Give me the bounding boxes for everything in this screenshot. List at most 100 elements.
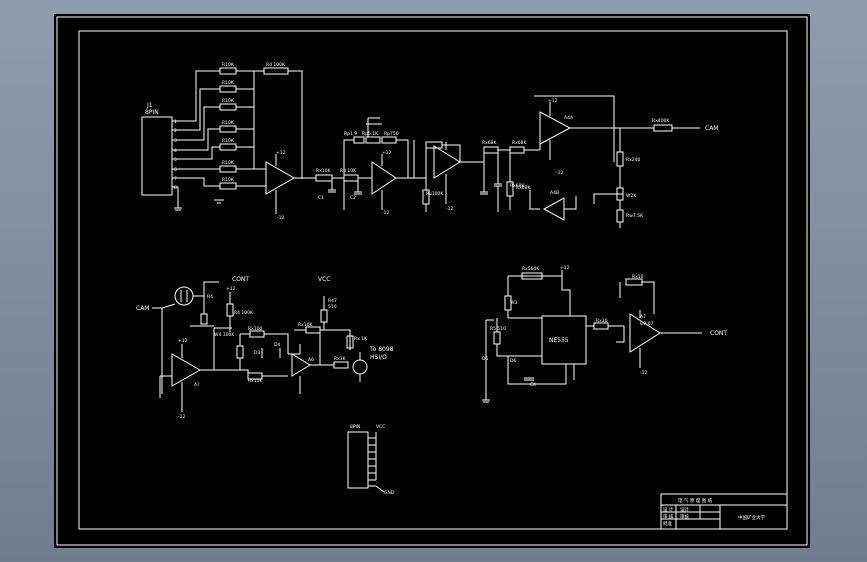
title-block-cell: 设 计 <box>663 506 674 513</box>
title-block-cell: 批准 <box>663 520 672 527</box>
resistor-label: R10K <box>222 160 235 166</box>
resistor-label: Rp750 <box>384 131 399 137</box>
resistor-label: R10K <box>222 98 235 104</box>
pot-label: W4 100K <box>214 332 235 338</box>
connector-8pin-bottom <box>347 431 385 493</box>
pin-label: 2 <box>174 128 177 134</box>
resistor-label: Rx400K <box>652 118 670 124</box>
resistor-label: Rx68K <box>510 183 526 189</box>
resistor-label: R4 <box>207 294 213 300</box>
pin-label: 8 <box>174 185 177 191</box>
pin-label: 1 <box>174 119 177 125</box>
pot-label: W2K <box>626 193 637 199</box>
neg-supply-label: -12 <box>382 210 389 216</box>
inner-frame <box>78 30 788 530</box>
resistor-label: Rx10 <box>596 318 608 324</box>
diode-label: D5 <box>482 356 488 362</box>
pin-label: 6 <box>174 167 177 173</box>
resistor-label: R4 100K <box>234 310 254 316</box>
gnd-label: GND <box>384 490 395 496</box>
diode-label: D3 <box>254 350 260 356</box>
pin-label: 4 <box>174 148 177 154</box>
neg-supply-label: -12 <box>446 206 453 212</box>
connector-ref: J1 <box>146 102 153 109</box>
connector-label: 8PIN <box>350 424 360 430</box>
resistor-label: R47 <box>328 298 337 304</box>
cam-input-label: CAM <box>136 305 149 312</box>
resistor-label: R10K <box>222 80 235 86</box>
capacitor-label: C2 <box>350 195 356 201</box>
title-block-cell: 设计 <box>680 506 689 513</box>
pin-label: 5 <box>174 157 177 163</box>
title-block-cell: 审核 <box>680 513 689 520</box>
trigger-circuit <box>152 281 368 412</box>
to-label: To 8098 <box>369 346 394 353</box>
output-network <box>593 124 700 228</box>
resistor-label: Rx10K <box>248 378 264 384</box>
supply-label: +12 <box>178 338 188 344</box>
gain-stage <box>414 141 474 212</box>
neg-supply-label: -12 <box>277 215 284 221</box>
cont-label: CONT <box>232 276 249 283</box>
title-block-company: 中国矿业大学 <box>738 514 765 521</box>
feedback-resistor-label: Rd 100K <box>266 62 286 68</box>
resistor-label: 510 <box>328 304 337 310</box>
resistor-label: R10K <box>222 120 235 126</box>
active-filter <box>474 95 615 221</box>
opamp-label: A7 <box>640 314 646 320</box>
hsio-label: HSI/O <box>370 354 387 361</box>
resistor-label: Rx100 <box>248 326 263 332</box>
resistor-label: Rx68K <box>482 140 498 146</box>
ic-label: NE555 <box>549 337 569 344</box>
opamp-label: A4B <box>550 190 559 196</box>
supply-label: +12 <box>560 265 570 271</box>
resistor-label: Rx560K <box>522 266 540 272</box>
opamp-type-label: OP-07 <box>640 321 654 327</box>
opamp-label: A? <box>194 382 200 388</box>
resistor-label: Rx1K <box>334 356 347 362</box>
diode-label: D6 <box>510 358 516 364</box>
supply-label: +12 <box>226 286 236 292</box>
filter-stage <box>315 117 415 210</box>
resistor-label: R5 510 <box>490 326 506 332</box>
opamp-label: A6 <box>308 357 314 363</box>
connector-label: 8PIN <box>145 109 159 116</box>
capacitor-label: C4 <box>530 382 536 388</box>
connector-j1: J1 8PIN 1 2 3 4 5 6 7 8 <box>141 102 178 196</box>
vcc-label: VCC <box>318 276 330 283</box>
resistor-label: Rp1 9 <box>344 131 357 137</box>
supply-label: +12 <box>276 150 286 156</box>
supply-label: +12 <box>548 98 558 104</box>
resistor-label: Rx68K <box>516 185 532 191</box>
pin-label: 7 <box>174 176 177 182</box>
schematic-canvas: J1 8PIN 1 2 3 4 5 6 7 8 <box>56 16 808 546</box>
resistor-label: Rd 10K <box>340 168 357 174</box>
opamp-1 <box>214 154 316 214</box>
ne555-circuit <box>482 270 702 403</box>
resistor-label: R10K <box>222 177 235 183</box>
supply-label: +12 <box>382 150 392 156</box>
resistor-label: R10K <box>222 138 235 144</box>
title-block <box>660 493 788 530</box>
capacitor-label: C1 <box>318 195 324 201</box>
neg-supply-label: -12 <box>556 170 563 176</box>
opamp-label: A4A <box>564 115 574 121</box>
resistor-label: Rx68K <box>512 140 528 146</box>
resistor-label: Rx10K <box>298 322 314 328</box>
output-label: CONT <box>710 330 727 337</box>
output-label: CAM <box>705 125 718 132</box>
resistor-label: Rp5.1K <box>362 131 379 137</box>
neg-supply-label: -12 <box>640 370 647 376</box>
neg-supply-label: -12 <box>178 414 185 420</box>
resistor-label: Rx10K <box>316 168 332 174</box>
resistor-label: Rx10 <box>632 274 644 280</box>
pot-label: W3 <box>510 300 517 306</box>
diode-label: D4 <box>274 342 280 348</box>
drawing-sheet: J1 8PIN 1 2 3 4 5 6 7 8 <box>54 14 810 548</box>
resistor-label: Rx240 <box>626 157 641 163</box>
pin-label: 3 <box>174 138 177 144</box>
input-resistor-ladder <box>174 67 303 211</box>
title-block-cell: 审 核 <box>663 513 674 520</box>
title-block-title: 电 气 原 理 图 纸 <box>678 497 713 504</box>
